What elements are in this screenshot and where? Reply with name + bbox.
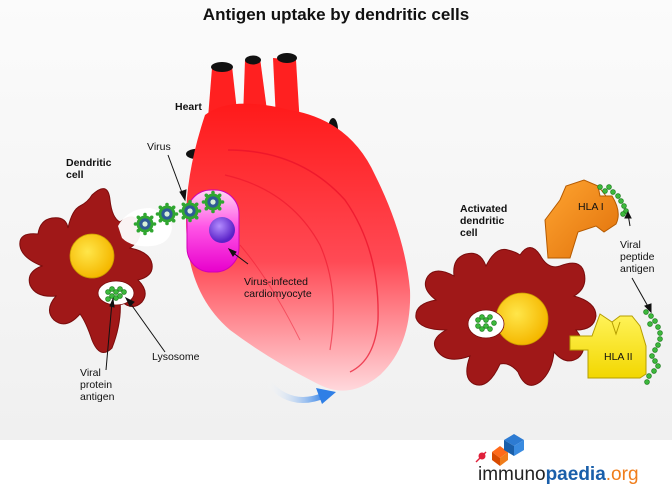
label-lysosome: Lysosome [152,351,200,363]
label-hla2: HLA II [604,351,633,363]
label-heart: Heart [175,101,202,113]
label-viral-protein-line3: antigen [80,391,115,403]
label-activated-line3: cell [460,227,478,239]
logo: immunopaedia.org [475,434,639,485]
hla2-molecule [569,313,647,379]
logo-text-paedia: paedia [546,464,607,485]
label-viral-protein-line2: protein [80,379,112,391]
diagram-title: Antigen uptake by dendritic cells [203,5,469,24]
heart [186,53,411,391]
label-activated-line2: dendritic [460,215,504,227]
label-viral-peptide-line2: peptide [620,251,655,263]
logo-cubes-icon [475,434,524,466]
label-dendritic-cell-line2: cell [66,169,84,181]
dendritic-cell [19,188,172,353]
label-hla1: HLA I [578,201,604,213]
curved-arrow-icon [263,377,336,404]
svg-text:immunopaedia.org: immunopaedia.org [478,464,639,485]
logo-text-immuno: immuno [478,464,546,485]
label-viral-peptide-line3: antigen [620,263,655,275]
label-virus: Virus [147,141,171,153]
label-activated-line1: Activated [460,203,507,215]
label-viral-protein-line1: Viral [80,367,101,379]
activated-dendritic-cell [415,247,597,386]
label-viral-peptide-line1: Viral [620,239,641,251]
label-dendritic-cell-line1: Dendritic [66,157,112,169]
label-infected-line2: cardiomyocyte [244,288,312,300]
label-infected-line1: Virus-infected [244,276,308,288]
logo-text-org: .org [606,464,639,485]
leader-lines [105,154,652,371]
